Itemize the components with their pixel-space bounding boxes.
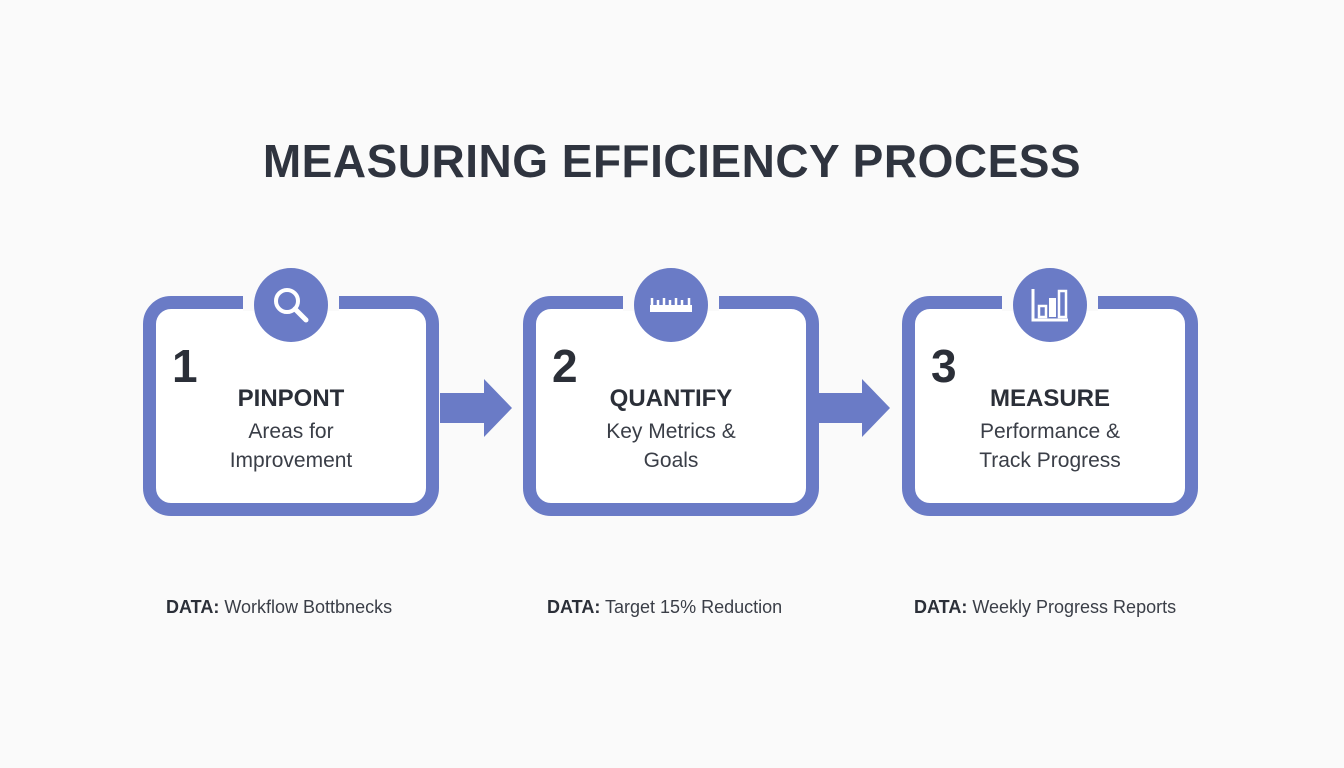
step-desc-line1: Areas for bbox=[248, 420, 334, 443]
step-desc-line1: Performance & bbox=[979, 420, 1121, 443]
ruler-icon bbox=[634, 268, 708, 342]
data-value: Target 15% Reduction bbox=[605, 597, 783, 617]
step-3-card: 3 MEASURE Performance & Track Progress bbox=[902, 268, 1198, 516]
data-value: Weekly Progress Reports bbox=[972, 597, 1177, 617]
step-desc-line1: Key Metrics & bbox=[606, 420, 736, 443]
step-heading: PINPONT bbox=[237, 385, 345, 412]
step-desc-line2: Improvement bbox=[229, 449, 353, 472]
step-1-card: 1 PINPONT Areas for Improvement bbox=[143, 268, 439, 516]
page-title: MEASURING EFFICIENCY PROCESS bbox=[262, 135, 1082, 187]
arrow-right-icon bbox=[818, 379, 890, 437]
data-label: DATA: bbox=[914, 597, 968, 617]
arrow-right-icon bbox=[440, 379, 512, 437]
data-label: DATA: bbox=[547, 597, 601, 617]
step-desc-line2: Track Progress bbox=[979, 449, 1121, 472]
step-heading: MEASURE bbox=[989, 385, 1110, 412]
data-label: DATA: bbox=[166, 597, 220, 617]
step-heading: QUANTIFY bbox=[609, 385, 733, 412]
step-3-data: DATA: Weekly Progress Reports bbox=[914, 597, 1176, 618]
step-number: 2 bbox=[552, 340, 578, 392]
bar-chart-icon bbox=[1013, 268, 1087, 342]
step-number: 3 bbox=[931, 340, 957, 392]
step-desc-line2: Goals bbox=[643, 449, 699, 472]
magnifier-icon bbox=[254, 268, 328, 342]
step-2-data: DATA: Target 15% Reduction bbox=[547, 597, 782, 618]
step-number: 1 bbox=[172, 340, 198, 392]
step-2-card: 2 QUANTIFY Key Metrics & Goals bbox=[523, 268, 819, 516]
step-1-data: DATA: Workflow Bottbnecks bbox=[166, 597, 392, 618]
data-value: Workflow Bottbnecks bbox=[224, 597, 393, 617]
